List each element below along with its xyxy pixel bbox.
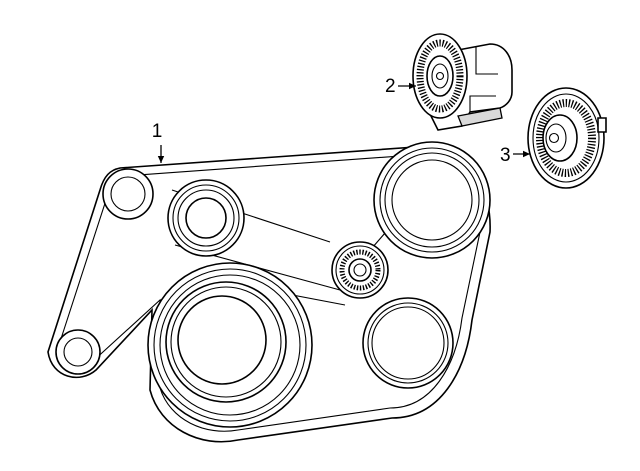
crankshaft-pulley (147, 262, 313, 428)
lower-left-idler-pulley (55, 329, 101, 375)
upper-right-large-pulley (373, 141, 491, 259)
alternator-pulley (167, 179, 245, 257)
center-ribbed-idler (331, 241, 389, 299)
belt-tensioner (412, 33, 513, 131)
idler-pulley (527, 87, 607, 189)
upper-left-idler-pulley (102, 168, 154, 220)
callout-3: 3 (500, 145, 530, 166)
callout-1-label: 1 (152, 121, 163, 142)
callout-3-label: 3 (500, 145, 511, 166)
callout-2-label: 2 (385, 76, 396, 97)
callout-2: 2 (385, 76, 416, 97)
callout-1: 1 (152, 121, 165, 163)
lower-right-pulley (362, 297, 454, 389)
